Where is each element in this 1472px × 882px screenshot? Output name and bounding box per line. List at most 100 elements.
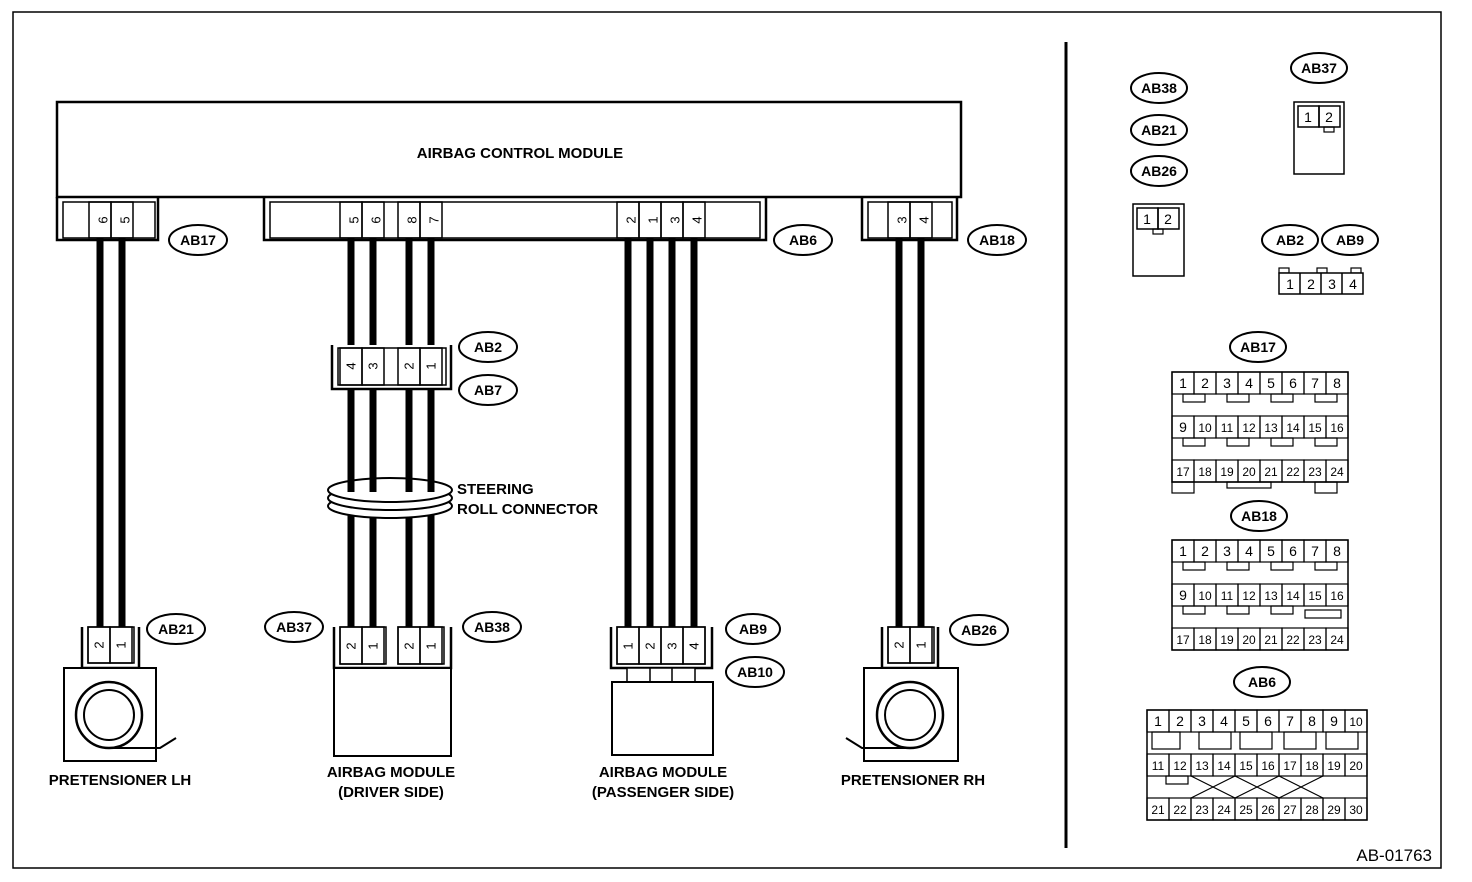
pin-label: 19: [1327, 759, 1341, 773]
roll-connector-label-line1: STEERING: [457, 481, 534, 498]
pin-label: 19: [1220, 465, 1234, 479]
pin-label: 1: [913, 641, 928, 648]
pin-label: 8: [404, 216, 419, 223]
steering-roll-connector: STEERING ROLL CONNECTOR: [327, 477, 598, 519]
pin-label: 6: [95, 216, 110, 223]
callout-ab6: AB6: [773, 224, 833, 256]
pin-label: 17: [1176, 633, 1190, 647]
pin-label: 2: [642, 642, 657, 649]
callout-ab38: AB38: [462, 611, 522, 643]
callout-ab21: AB21: [146, 613, 206, 645]
pin-label: 23: [1308, 465, 1322, 479]
callout-ab2: AB2: [458, 331, 518, 363]
pin-label: 14: [1286, 589, 1300, 603]
pin-label: 2: [91, 641, 106, 648]
pin-cell: [1344, 753, 1368, 777]
callout-label: AB6: [789, 232, 817, 248]
figure-frame: [12, 11, 1442, 869]
pin-label: 22: [1173, 803, 1187, 817]
pin-label: 21: [1151, 803, 1165, 817]
callout-ab18: AB18: [967, 224, 1027, 256]
pin-label: 3: [1198, 713, 1206, 729]
passenger-module-label-line1: AIRBAG MODULE: [599, 764, 727, 781]
pin-label: 23: [1308, 633, 1322, 647]
pin-label: 14: [1286, 421, 1300, 435]
callout-label: AB7: [474, 382, 502, 398]
pin-label: 11: [1221, 421, 1234, 435]
pin-label: 7: [1311, 543, 1319, 559]
callout-ab37: AB37: [264, 611, 324, 643]
callout-label: AB38: [474, 619, 510, 635]
pin-label: 5: [1242, 713, 1250, 729]
pin-label: 23: [1195, 803, 1209, 817]
pin-label: 17: [1283, 759, 1297, 773]
callout-ab9: AB9: [725, 613, 781, 645]
pin-label: 29: [1327, 803, 1341, 817]
connector-ab6-header: 5 6 8 7 2 1 3 4: [262, 197, 768, 242]
pin-label: 5: [117, 216, 132, 223]
pin-label: 2: [401, 642, 416, 649]
callout-label: AB18: [1241, 508, 1277, 524]
pin-label: 8: [1333, 375, 1341, 391]
callout-label: AB17: [1240, 339, 1276, 355]
pin-label: 4: [1349, 276, 1357, 292]
pin-label: 18: [1198, 465, 1212, 479]
pin-cell: [1325, 583, 1349, 607]
pin-label: 1: [645, 216, 660, 223]
pin-label: 2: [1307, 276, 1315, 292]
pin-label: 2: [1201, 543, 1209, 559]
pin-label: 19: [1220, 633, 1234, 647]
pin-label: 4: [686, 642, 701, 649]
pin-label: 20: [1349, 759, 1363, 773]
pin-label: 10: [1349, 715, 1363, 729]
connector-ab18-header: 3 4: [860, 197, 959, 242]
pin-label: 9: [1179, 587, 1187, 603]
pin-label: 28: [1305, 803, 1319, 817]
airbag-module-passenger: 1 2 3 4 AIRBAG MODULE (PASSENGER SIDE): [592, 626, 734, 801]
face-view-four-pin: AB2 AB9 1 2 3 4: [1261, 224, 1379, 295]
pin-label: 15: [1308, 421, 1322, 435]
pin-label: 2: [1325, 109, 1333, 125]
pin-label: 3: [664, 642, 679, 649]
pin-label: 6: [1289, 375, 1297, 391]
driver-module-label-line2: (DRIVER SIDE): [338, 784, 444, 801]
pin-label: 9: [1179, 419, 1187, 435]
pin-label: 22: [1286, 633, 1300, 647]
pin-label: 7: [1286, 713, 1294, 729]
pin-label: 26: [1261, 803, 1275, 817]
pin-label: 1: [1154, 713, 1162, 729]
callout-label: AB18: [979, 232, 1015, 248]
callout-label: AB2: [1276, 232, 1304, 248]
pin-label: 24: [1330, 465, 1344, 479]
callout-label: AB9: [1336, 232, 1364, 248]
callout-ab10: AB10: [725, 656, 785, 688]
pin-label: 8: [1333, 543, 1341, 559]
pin-label: 4: [343, 362, 358, 369]
pin-label: 1: [1179, 375, 1187, 391]
pin-label: 11: [1152, 759, 1165, 773]
pin-label: 18: [1305, 759, 1319, 773]
pin-label: 1: [1304, 109, 1312, 125]
pin-label: 9: [1330, 713, 1338, 729]
pin-label: 1: [1179, 543, 1187, 559]
pin-label: 13: [1264, 421, 1278, 435]
pin-label: 1: [365, 642, 380, 649]
pin-label: 12: [1242, 589, 1256, 603]
pin-label: 25: [1239, 803, 1253, 817]
callout-label: AB37: [1301, 60, 1337, 76]
pin-label: 5: [346, 216, 361, 223]
airbag-control-module: AIRBAG CONTROL MODULE: [55, 100, 963, 199]
face-view-two-pin-b: AB37 1 2: [1290, 52, 1348, 175]
pin-label: 3: [1223, 375, 1231, 391]
pin-label: 5: [1267, 543, 1275, 559]
pin-label: 2: [1164, 211, 1172, 227]
roll-connector-label-line2: ROLL CONNECTOR: [457, 501, 598, 518]
callout-ab26: AB26: [949, 614, 1009, 646]
connector-ab2-ab7: 4 3 2 1: [330, 345, 453, 391]
connector-ab17-header: 6 5: [55, 197, 160, 242]
passenger-module-label-line2: (PASSENGER SIDE): [592, 784, 734, 801]
airbag-module-driver: 2 1 2 1 AIRBAG MODULE (DRIVER SIDE): [327, 626, 455, 801]
